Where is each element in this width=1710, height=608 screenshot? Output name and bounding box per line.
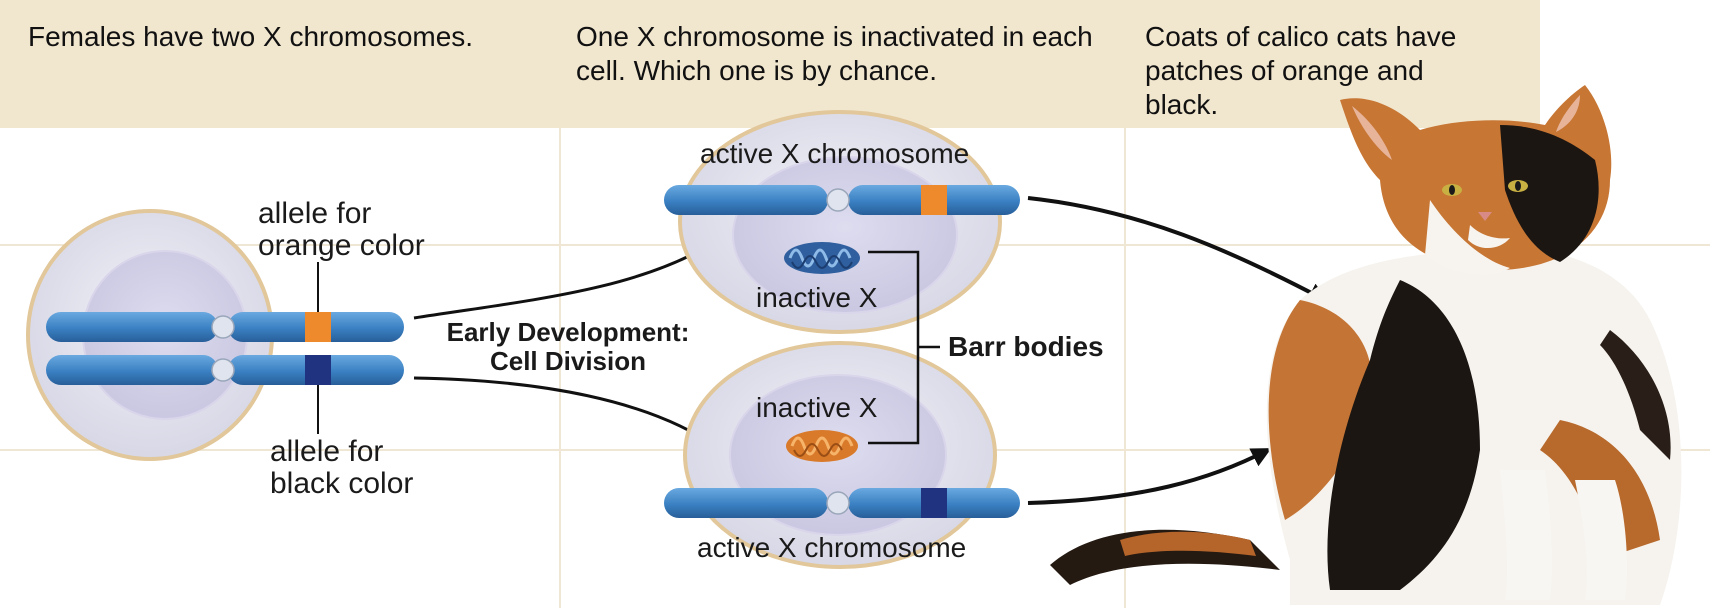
- arrow-bottom-to-cat: [1027, 448, 1272, 505]
- active-x-chromosome-top: [664, 185, 1020, 215]
- process-line2: Cell Division: [489, 346, 647, 376]
- allele-black-line1: allele for: [270, 435, 384, 468]
- active-x-top-label: active X chromosome: [700, 138, 970, 169]
- active-x-chromosome-bottom: [664, 488, 1020, 518]
- caption-females: Females have two X chromosomes.: [28, 21, 474, 52]
- process-line1: Early Development:: [446, 317, 690, 347]
- barr-body-orange: [786, 430, 858, 462]
- inactive-x-top-label: inactive X: [756, 282, 878, 313]
- calico-cat-image: [1050, 85, 1682, 605]
- arrow-top-to-cat: [1027, 196, 1329, 302]
- inactive-x-bottom-label: inactive X: [756, 392, 878, 423]
- allele-orange-line2: orange color: [258, 229, 425, 262]
- allele-orange-line1: allele for: [258, 197, 372, 230]
- active-x-bottom-label: active X chromosome: [697, 532, 967, 563]
- process-label: Early Development: Cell Division: [428, 318, 708, 376]
- allele-orange-label: allele for orange color: [258, 198, 425, 262]
- chromosome-orange-allele: [46, 312, 404, 342]
- caption-band: [0, 0, 1540, 128]
- allele-black-line2: black color: [270, 467, 414, 500]
- allele-black-label: allele for black color: [270, 436, 413, 500]
- arrow-to-top-cell: [413, 238, 721, 320]
- chromosome-black-allele: [46, 355, 404, 385]
- caption-calico: Coats of calico cats have patches of ora…: [1145, 21, 1457, 120]
- caption-inactivation: One X chromosome is inactivated in each …: [576, 21, 1093, 86]
- barr-body-blue: [784, 242, 860, 274]
- arrow-to-bottom-cell: [413, 376, 721, 450]
- barr-bodies-label: Barr bodies: [948, 331, 1104, 362]
